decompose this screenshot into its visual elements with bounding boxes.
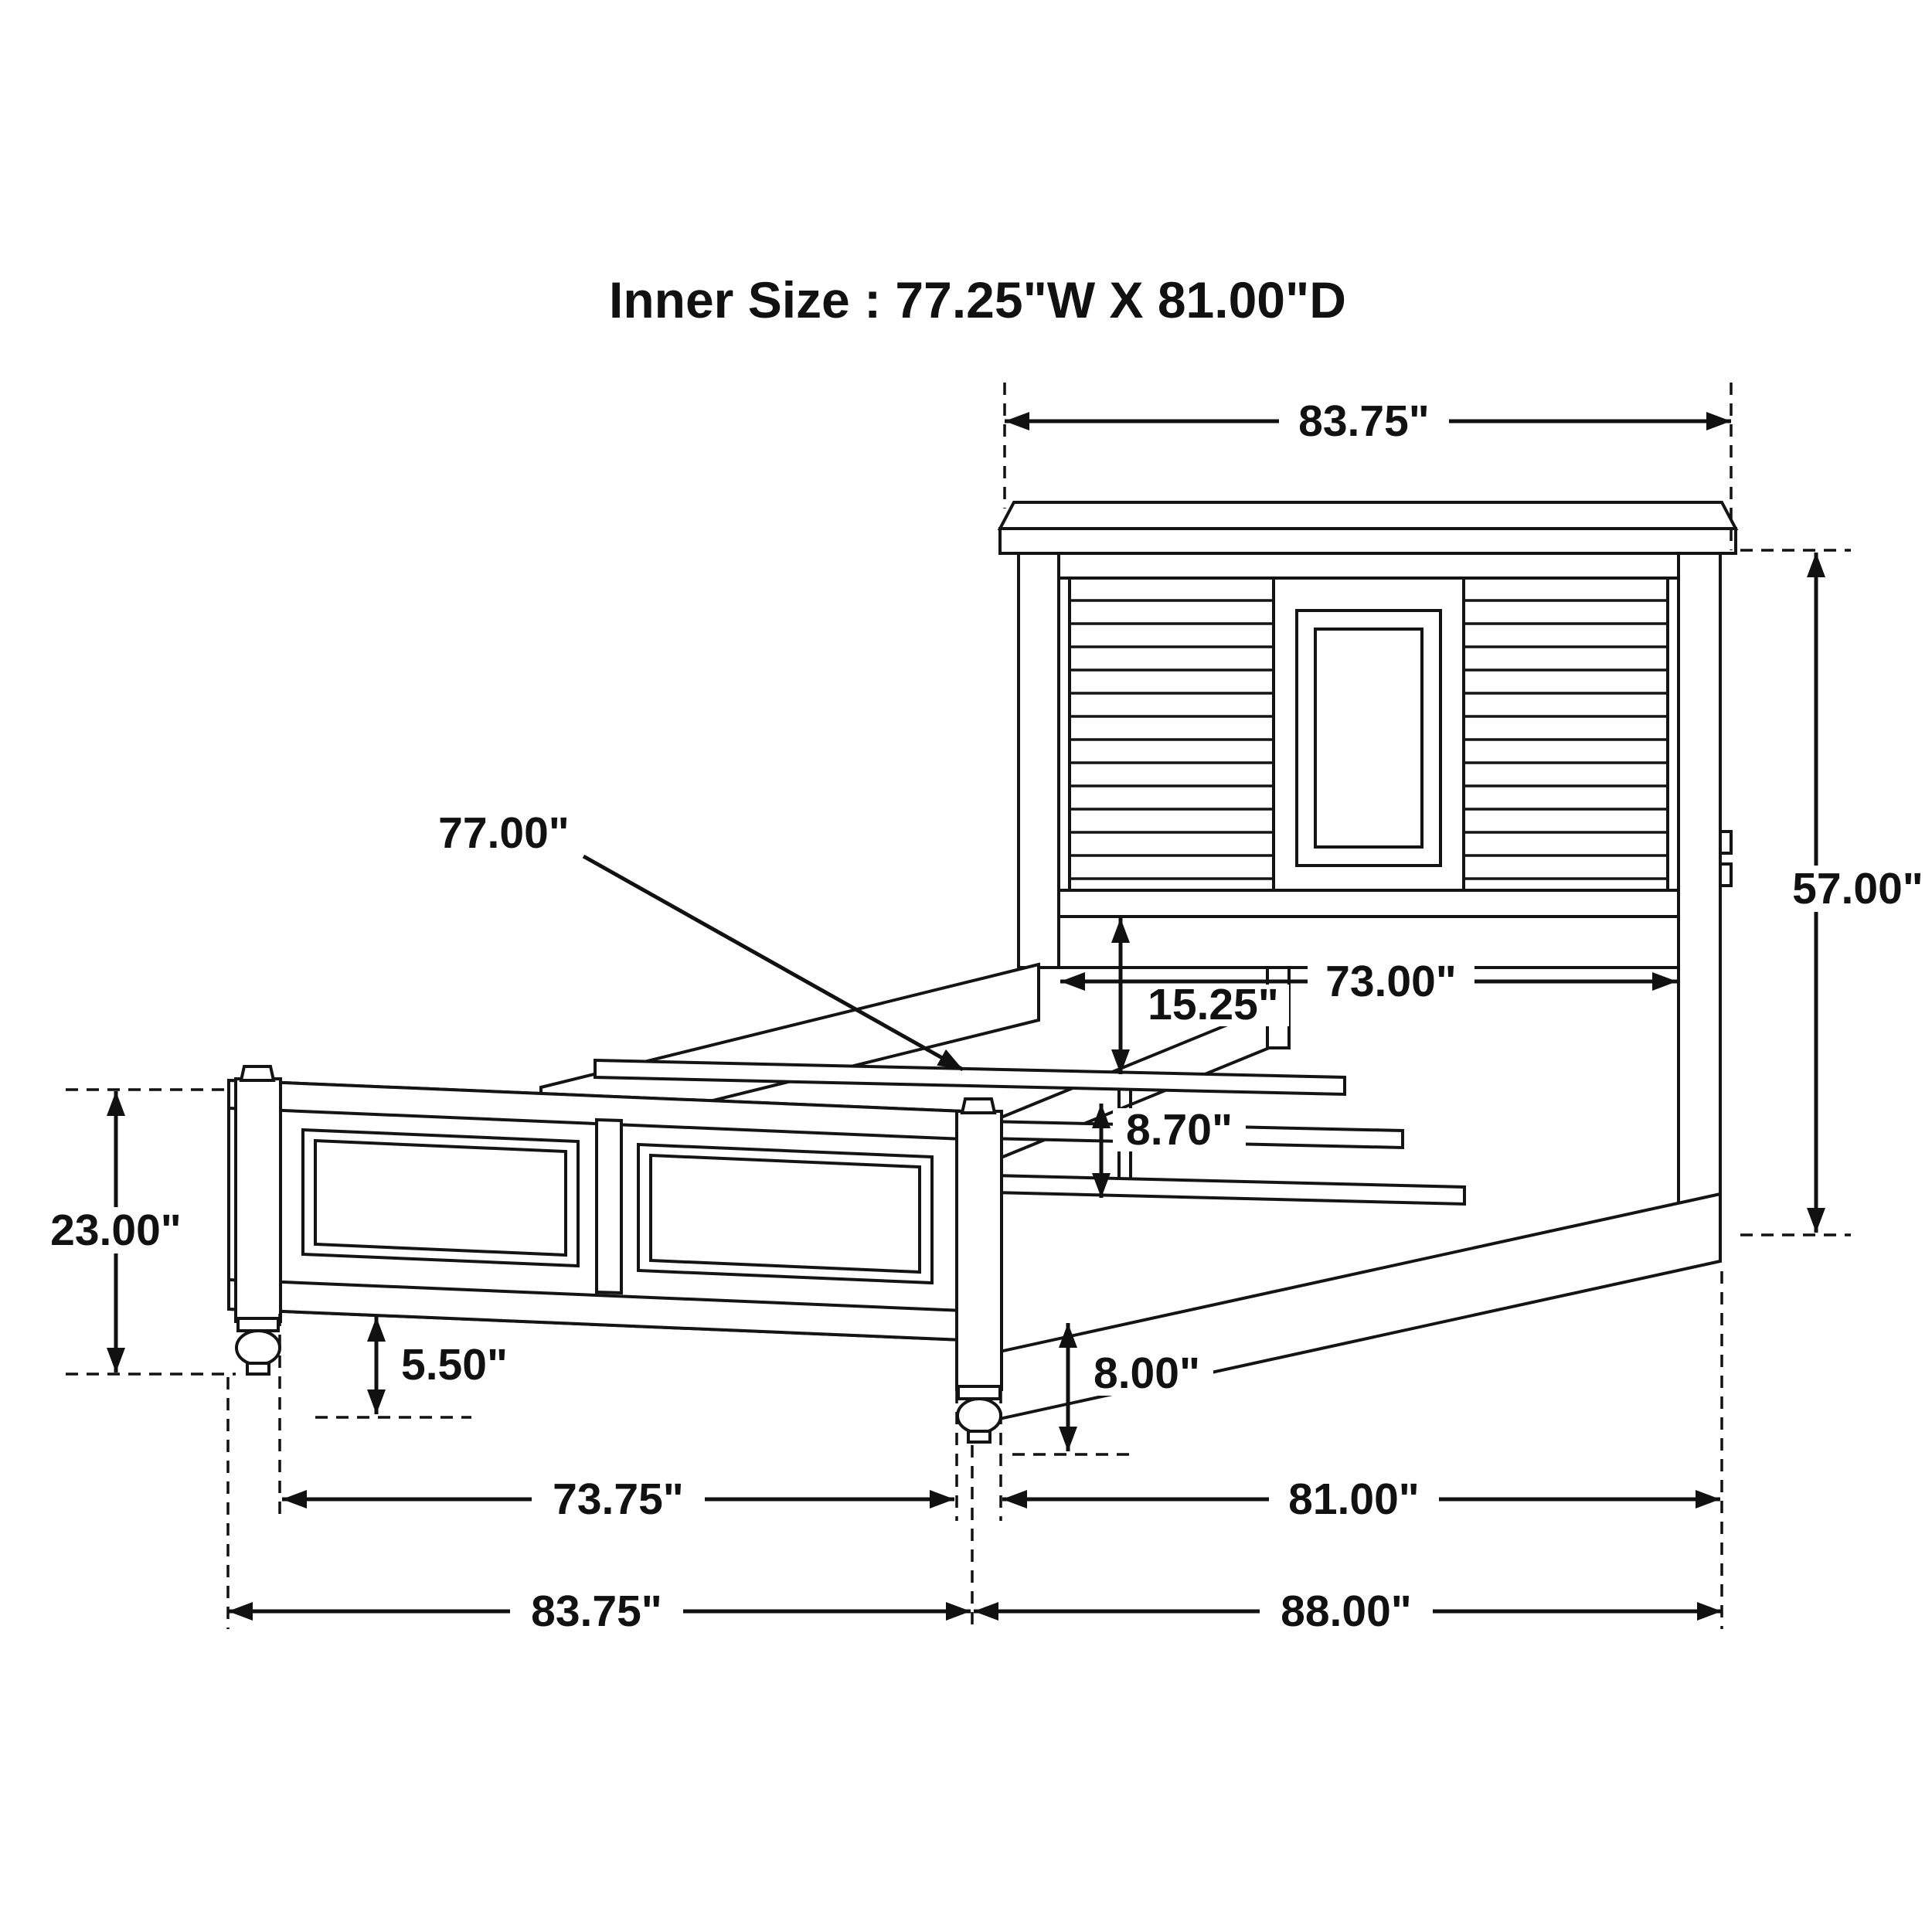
dim-label: 5.50" [401,1340,508,1389]
headboard [997,501,1739,1238]
headboard-left-post [1017,552,1060,969]
dim-label: 73.00" [1325,957,1457,1006]
dim-footboard-inner-width: 73.75" [278,1314,958,1524]
dim-footboard-clearance: 5.50" [315,1317,508,1419]
dim-rail-to-panel: 15.25" [1111,918,1289,1074]
footboard-divider-stile [595,1117,623,1295]
footboard-left-post [234,1077,282,1323]
slat [594,1058,1346,1097]
dim-inner-depth: 81.00" [999,1271,1723,1629]
dim-side-rail-height: 8.00" [1012,1323,1213,1456]
dim-footboard-width: 83.75" [226,1377,974,1636]
dim-label: 8.70" [1126,1105,1233,1155]
footboard [227,1065,1003,1444]
dimension-annotations: Inner Size : 77.25"W X 81.00"D 83.75" 57… [37,271,1930,1636]
dim-label: 88.00" [1281,1587,1412,1636]
dim-label: 8.00" [1094,1349,1200,1398]
dim-label: 81.00" [1288,1475,1420,1524]
dim-overall-depth: 88.00" [974,1587,1722,1636]
headboard-right-post [1677,552,1722,1238]
footboard-right-post [955,1110,1003,1391]
dim-label: 57.00" [1792,864,1923,913]
dim-label: 83.75" [1298,396,1430,446]
dim-inner-width: 73.00" [1060,957,1677,1006]
dim-label: 15.25" [1148,980,1279,1029]
dim-label: 77.00" [438,808,570,858]
bed-drawing [227,501,1739,1444]
footboard-left-foot [235,1317,281,1376]
diagram-title: Inner Size : 77.25"W X 81.00"D [609,271,1346,328]
headboard-right-louver-panel [1462,577,1669,892]
footboard-right-foot [956,1385,1002,1444]
dim-slat-length: 77.00" [438,808,964,1072]
dim-footboard-height: 23.00" [37,1088,236,1376]
dim-headboard-width-top: 83.75" [1003,383,1733,550]
headboard-left-louver-panel [1068,577,1275,892]
dim-label: 83.75" [531,1587,662,1636]
dim-headboard-height: 57.00" [1740,549,1930,1236]
dim-slat-stack-height: 8.70" [1092,1104,1246,1198]
dim-label: 23.00" [50,1206,182,1255]
headboard-cap [998,527,1737,555]
dim-label: 73.75" [553,1475,684,1524]
